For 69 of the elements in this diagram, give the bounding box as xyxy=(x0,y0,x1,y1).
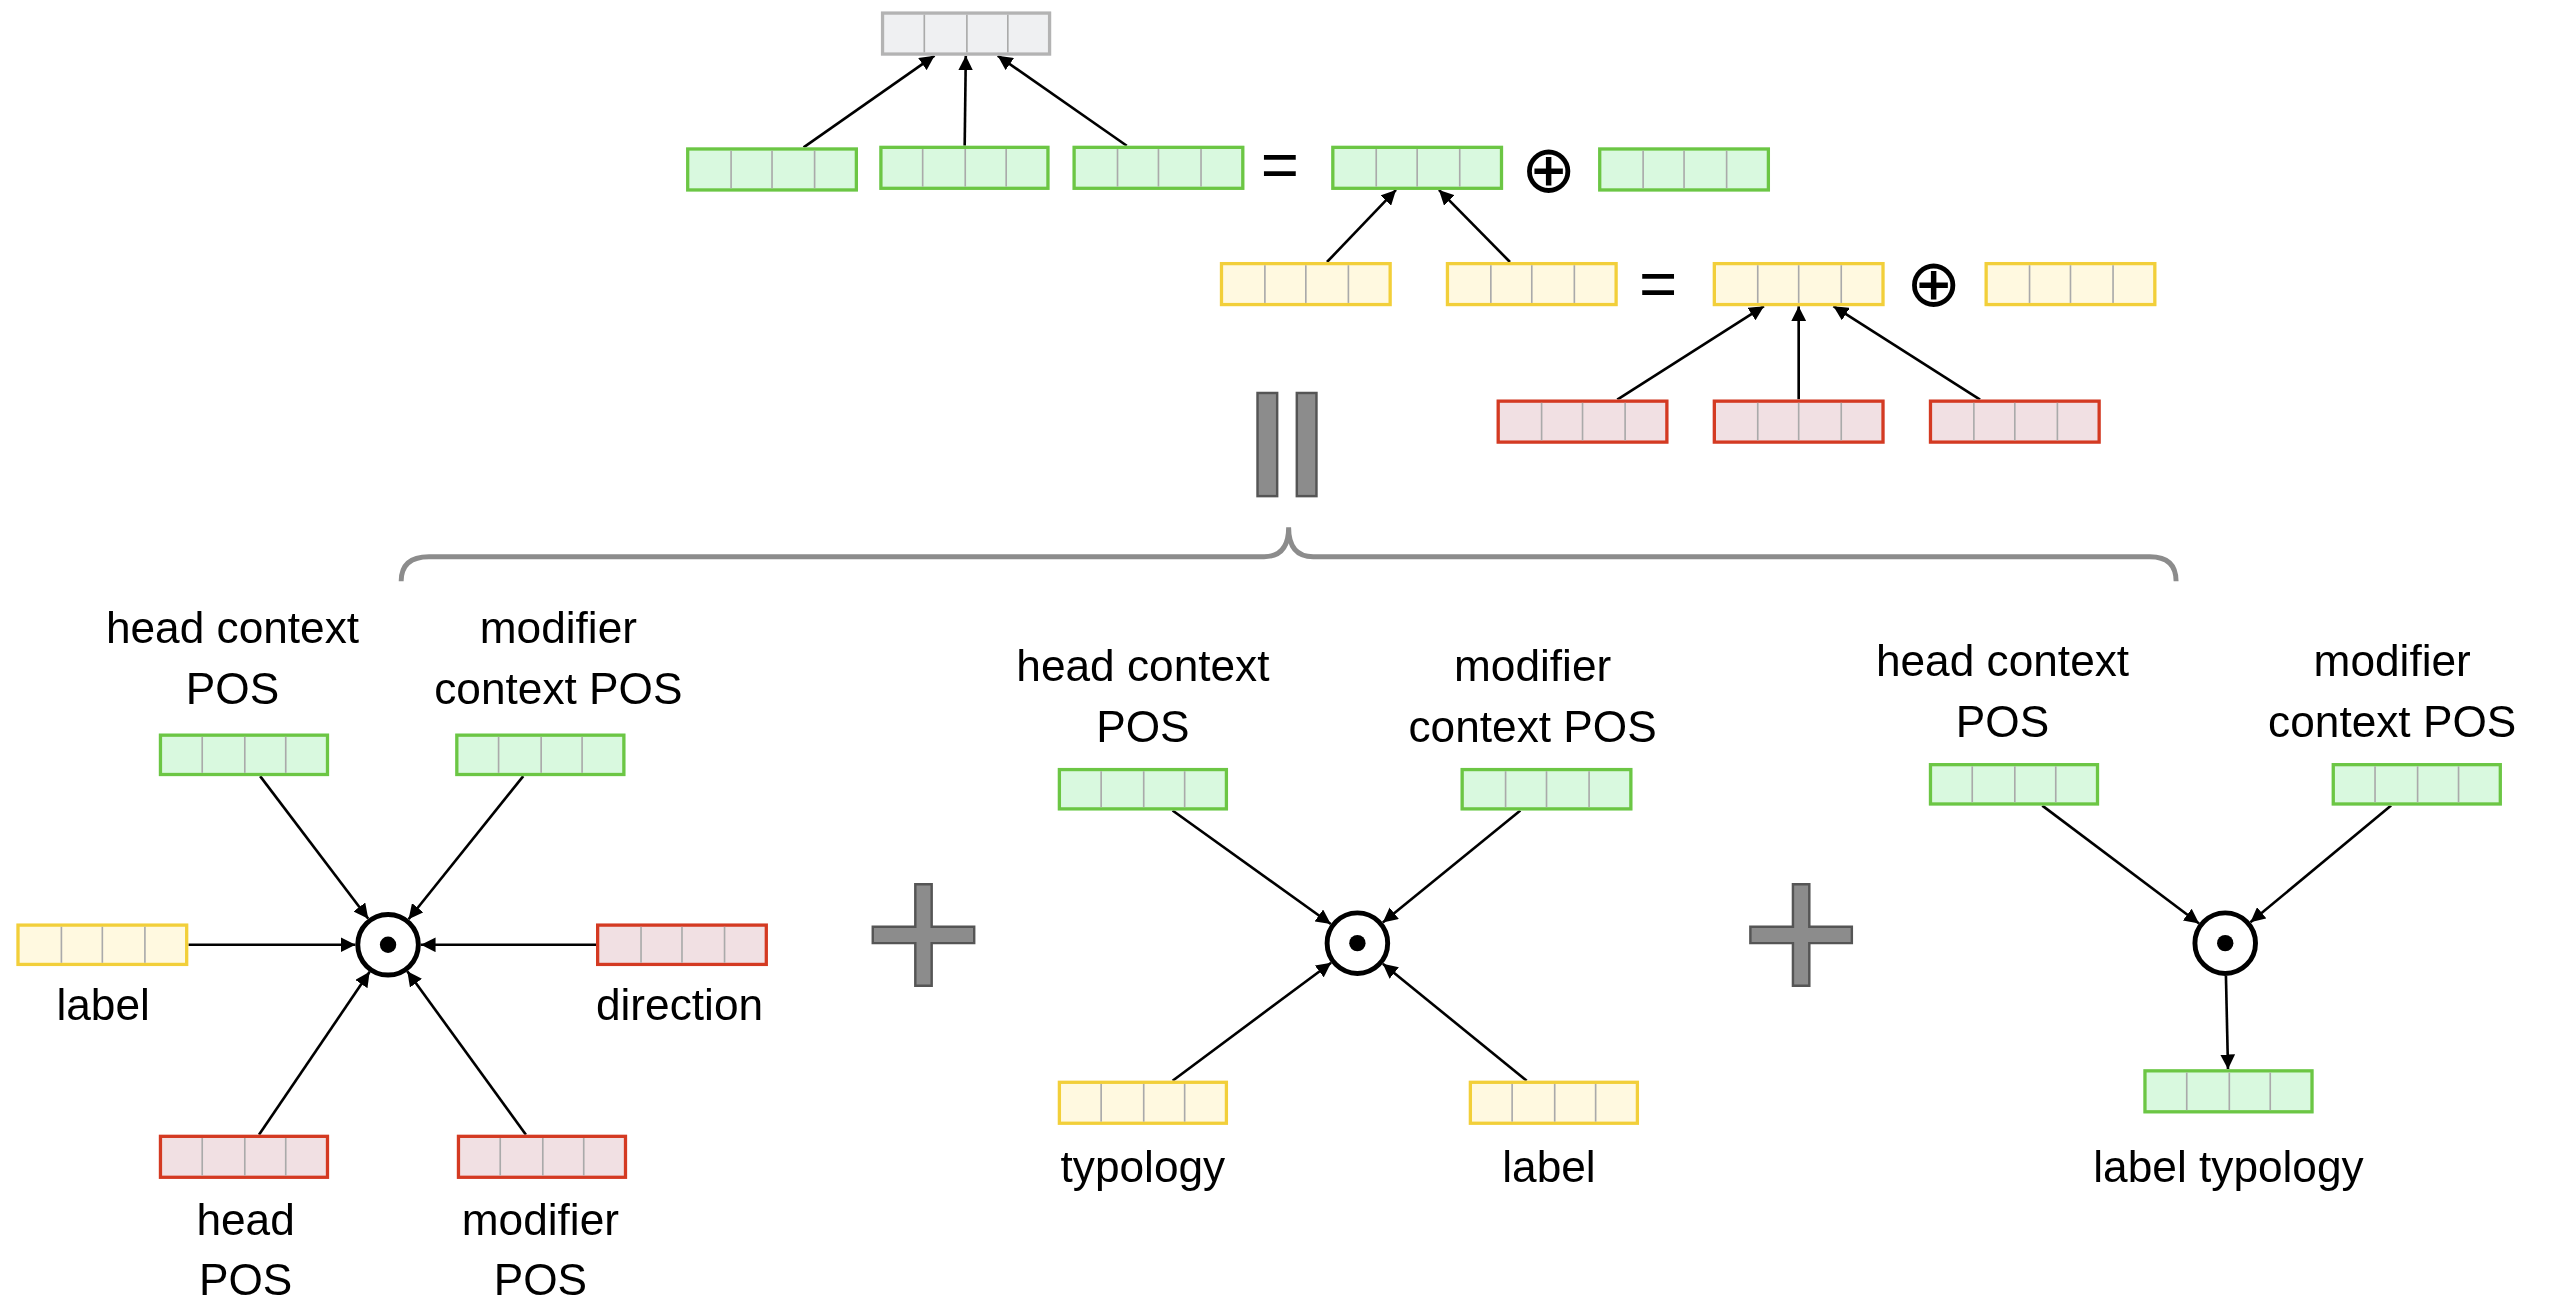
arrow xyxy=(2220,975,2236,1070)
plus-sign xyxy=(1748,882,1854,988)
dot-product-circle xyxy=(355,912,421,978)
plus-sign xyxy=(871,882,976,988)
vector-bar xyxy=(158,733,330,777)
arrow xyxy=(1171,961,1332,1082)
vector-bar xyxy=(1219,262,1392,307)
arrow xyxy=(1171,809,1332,926)
arrow xyxy=(257,971,371,1136)
dot-product-circle xyxy=(2192,910,2258,976)
arrow xyxy=(259,775,370,920)
vector-caption: label xyxy=(55,979,151,1032)
vector-caption: label xyxy=(1501,1141,1597,1194)
vector-bar xyxy=(1460,767,1633,811)
vector-bar xyxy=(1072,145,1245,190)
arrow xyxy=(802,54,936,149)
arrow xyxy=(1438,189,1511,263)
vector-caption: direction xyxy=(594,979,765,1032)
vector-caption: modifier POS xyxy=(460,1194,620,1305)
direct-sum-symbol: ⊕ xyxy=(1521,135,1577,202)
vector-caption: head context POS xyxy=(1015,640,1271,754)
arrow xyxy=(958,55,973,146)
arrow xyxy=(1381,809,1522,924)
arrow xyxy=(1616,305,1765,401)
vector-bar xyxy=(880,11,1052,56)
arrow xyxy=(2249,804,2392,924)
vector-bar xyxy=(1712,399,1885,444)
vector-bar xyxy=(2143,1069,2314,1114)
vector-caption: modifier context POS xyxy=(1407,640,1658,754)
vector-caption: label typology xyxy=(2092,1141,2365,1194)
vector-bar xyxy=(1445,262,1618,307)
vector-bar xyxy=(1331,145,1504,190)
dot-product-circle xyxy=(1324,910,1391,976)
vector-caption: modifier context POS xyxy=(2267,635,2518,749)
vector-bar xyxy=(16,923,189,967)
arrow xyxy=(1791,306,1807,400)
arrow xyxy=(997,54,1128,147)
arrow xyxy=(2041,804,2200,925)
direct-sum-symbol: ⊕ xyxy=(1905,250,1962,316)
arrow xyxy=(420,937,596,953)
vector-caption: head POS xyxy=(195,1194,296,1305)
equals-sign: = xyxy=(1639,250,1678,316)
vector-bar xyxy=(456,1134,628,1179)
vector-bar xyxy=(1984,262,2157,307)
arrow xyxy=(1382,962,1528,1082)
equals-sign: = xyxy=(1260,131,1300,197)
vector-bar xyxy=(686,147,858,192)
vector-bar xyxy=(1712,262,1885,307)
vector-bar xyxy=(596,923,768,967)
arrow xyxy=(406,970,527,1136)
vector-caption: modifier context POS xyxy=(433,603,684,716)
arrow xyxy=(407,775,525,921)
vector-bar xyxy=(1598,147,1770,192)
vector-bar xyxy=(1496,399,1669,444)
vector-bar xyxy=(1928,399,2101,444)
arrow xyxy=(1326,189,1397,263)
vector-bar xyxy=(1468,1080,1640,1125)
vector-caption: head context POS xyxy=(104,603,361,716)
vector-bar xyxy=(455,733,626,777)
arrow xyxy=(188,937,356,953)
vector-caption: head context POS xyxy=(1874,635,2131,749)
arrow xyxy=(1832,305,1981,401)
vector-bar xyxy=(1057,767,1229,811)
vector-caption: typology xyxy=(1059,1141,1227,1194)
vector-bar xyxy=(1057,1080,1229,1125)
vector-bar xyxy=(2331,763,2502,806)
vector-bar xyxy=(158,1134,330,1179)
vector-bar xyxy=(1928,763,2100,806)
vector-bar xyxy=(879,145,1050,190)
